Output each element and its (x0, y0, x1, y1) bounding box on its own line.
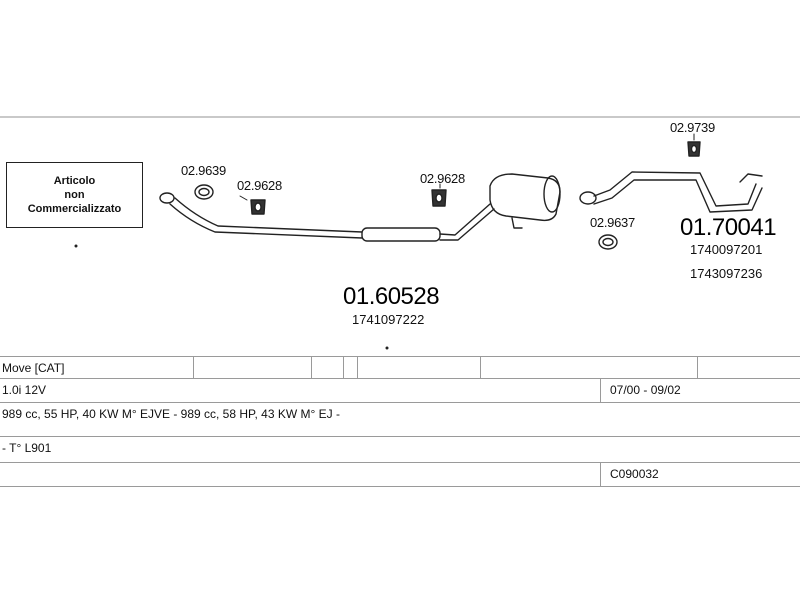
front-pipe (159, 192, 495, 242)
top-border (0, 116, 800, 118)
table-row-engine: 1.0i 12V 07/00 - 09/02 (0, 378, 800, 403)
oe-number-1741097222: 1741097222 (352, 312, 425, 327)
rear-pipe (579, 171, 763, 213)
code-02-9739: 02.9739 (670, 120, 715, 135)
code-02-9628-b: 02.9628 (420, 171, 465, 186)
vehicle-type: - T° L901 (2, 441, 52, 455)
engine-specs: 989 cc, 55 HP, 40 KW M° EJVE - 989 cc, 5… (2, 407, 340, 421)
part-code-01-60528: 01.60528 (343, 283, 440, 310)
code-02-9639: 02.9639 (181, 163, 226, 178)
column-divider (311, 356, 312, 378)
table-row-model: Move [CAT] (0, 356, 800, 379)
not-commercialized-line-3: Commercializzato (27, 203, 122, 215)
model-name: Move [CAT] (2, 361, 65, 375)
not-commercialized-line-1: Articolo (53, 175, 96, 187)
column-divider (357, 356, 358, 378)
exhaust-drawing (74, 133, 763, 350)
mount-02-9628-a (250, 199, 266, 215)
code-02-9637: 02.9637 (590, 215, 635, 230)
not-commercialized-box: Articolo non Commercializzato (6, 162, 143, 228)
gasket-02-9637 (598, 234, 618, 250)
oe-number-1740097201: 1740097201 (690, 242, 763, 257)
part-code-01-70041: 01.70041 (680, 214, 777, 241)
engine: 1.0i 12V (2, 383, 47, 397)
column-divider (193, 356, 194, 378)
column-divider (697, 356, 698, 378)
mount-02-9739 (687, 141, 701, 157)
production-years: 07/00 - 09/02 (610, 383, 681, 397)
table-row-reference: C090032 (0, 462, 800, 487)
column-divider (480, 356, 481, 378)
gasket-02-9639 (194, 184, 214, 200)
table-row-type: - T° L901 (0, 436, 800, 463)
oe-number-1743097236: 1743097236 (690, 266, 763, 281)
catalog-reference: C090032 (610, 467, 659, 481)
exhaust-diagram: Articolo non Commercializzato 02.9639 02… (0, 118, 800, 356)
column-divider (600, 462, 601, 486)
column-divider (343, 356, 344, 378)
mount-02-9628-b (431, 189, 447, 207)
table-row-specs: 989 cc, 55 HP, 40 KW M° EJVE - 989 cc, 5… (0, 402, 800, 437)
not-commercialized-line-2: non (64, 189, 85, 201)
code-02-9628-a: 02.9628 (237, 178, 282, 193)
center-silencer (489, 173, 561, 229)
column-divider (600, 378, 601, 402)
table-bottom-border (0, 486, 800, 487)
